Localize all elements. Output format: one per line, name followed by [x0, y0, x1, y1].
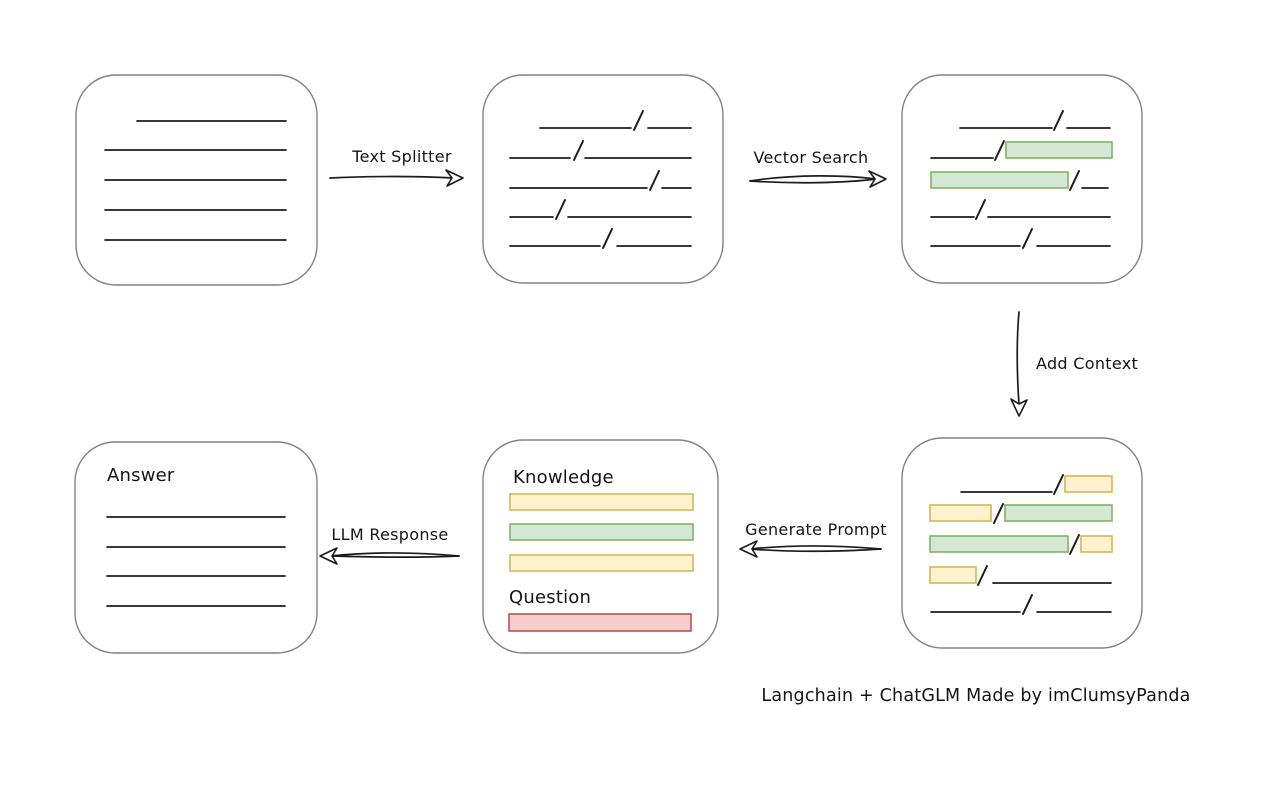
chunk-green: [1005, 141, 1113, 159]
diagram-caption: Langchain + ChatGLM Made by imClumsyPand…: [761, 686, 1190, 706]
slash-mark: [1022, 594, 1033, 615]
slash-mark: [555, 199, 566, 220]
chunk-yellow: [509, 554, 694, 572]
context-chunks-node: [901, 437, 1143, 649]
split-text-box: [482, 74, 724, 284]
answer-node: Answer: [74, 441, 318, 654]
arrow-head-right-icon: [868, 170, 887, 188]
arrow-shaft: [749, 175, 877, 182]
edge-label-text-splitter: Text Splitter: [351, 147, 452, 166]
arrow-head-right-icon: [445, 169, 464, 187]
chunk-yellow: [509, 493, 694, 511]
arrow-shaft: [749, 545, 882, 550]
arrow-shaft: [1016, 311, 1020, 406]
chunk-green: [509, 523, 694, 541]
slash-mark: [573, 140, 584, 161]
slash-mark: [977, 565, 988, 586]
slash-mark: [993, 503, 1004, 524]
edge-vector-search: Vector Search: [749, 148, 887, 188]
chunk-green: [929, 535, 1069, 553]
arrow-shaft: [329, 552, 460, 557]
arrow-shaft: [749, 548, 882, 553]
chunk-red: [508, 613, 692, 632]
edge-label-llm-response: LLM Response: [331, 525, 448, 544]
slash-mark: [994, 140, 1005, 161]
arrow-shaft: [329, 175, 453, 179]
slash-mark: [633, 110, 644, 131]
matched-chunks-node: [901, 74, 1143, 284]
slash-mark: [602, 228, 613, 249]
edge-label-generate-prompt: Generate Prompt: [745, 520, 887, 539]
arrow-head-down-icon: [1010, 398, 1028, 417]
question-label: Question: [509, 587, 591, 608]
chunk-green: [1004, 504, 1113, 522]
knowledge-label: Knowledge: [513, 467, 614, 488]
chunk-yellow: [1080, 535, 1113, 553]
edge-add-context: Add Context: [1010, 311, 1138, 417]
chunk-green: [930, 171, 1069, 189]
slash-mark: [1069, 534, 1080, 555]
slash-mark: [1022, 228, 1033, 249]
chunk-yellow: [929, 566, 977, 584]
edge-label-add-context: Add Context: [1036, 354, 1138, 373]
slash-mark: [1053, 474, 1064, 495]
arrow-shaft: [749, 178, 877, 184]
chunk-yellow: [1064, 475, 1113, 493]
arrow-shaft: [329, 555, 460, 559]
slash-mark: [975, 199, 986, 220]
edge-generate-prompt: Generate Prompt: [739, 520, 887, 558]
chunk-yellow: [929, 504, 992, 522]
arrow-head-left-icon: [739, 540, 758, 558]
document-node: [75, 74, 318, 286]
arrow-head-left-icon: [319, 547, 338, 565]
slash-mark: [1069, 170, 1080, 191]
slash-mark: [649, 170, 660, 191]
slash-mark: [1053, 110, 1064, 131]
edge-text-splitter: Text Splitter: [329, 147, 464, 187]
split-text-node: [482, 74, 724, 284]
prompt-node: Knowledge Question: [482, 439, 719, 654]
edge-label-vector-search: Vector Search: [754, 148, 869, 167]
edge-llm-response: LLM Response: [319, 525, 460, 565]
answer-label: Answer: [107, 465, 175, 486]
